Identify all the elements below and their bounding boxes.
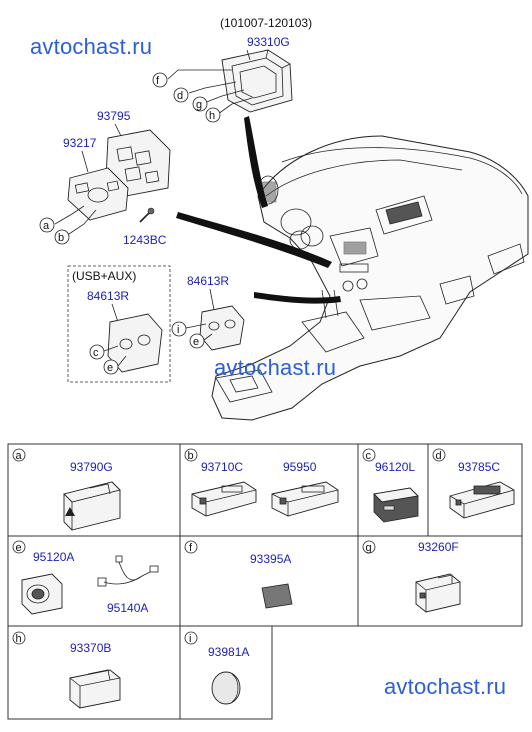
pointer-arrows bbox=[176, 116, 341, 304]
cell-i[interactable]: i 93981A bbox=[184, 631, 249, 705]
part-number-93790G: 93790G bbox=[70, 460, 113, 474]
cell-h[interactable]: h 93370B bbox=[12, 631, 121, 709]
callout-i: i bbox=[171, 321, 187, 337]
cell-letter-d: d bbox=[436, 450, 442, 462]
part-number-93370B: 93370B bbox=[70, 641, 111, 655]
callout-e: e bbox=[189, 333, 205, 349]
callout-e-usb: e bbox=[103, 359, 119, 375]
callout-f: f bbox=[152, 72, 168, 88]
part-number-93217[interactable]: 93217 bbox=[63, 136, 97, 150]
part-number-93981A: 93981A bbox=[208, 645, 249, 659]
cell-letter-f: f bbox=[189, 542, 193, 554]
part-number-84613R[interactable]: 84613R bbox=[187, 274, 229, 288]
date-range-note: (101007-120103) bbox=[220, 16, 312, 30]
usb-jack-96120L bbox=[373, 487, 419, 523]
svg-text:i: i bbox=[177, 324, 179, 336]
watermark: avtochast.ru bbox=[214, 355, 337, 380]
blank-cover-93395A bbox=[261, 583, 293, 609]
cell-g[interactable]: g 93260F bbox=[362, 540, 461, 613]
part-number-95140A: 95140A bbox=[107, 601, 148, 615]
cell-a[interactable]: a 93790G bbox=[12, 448, 121, 531]
watermark: avtochast.ru bbox=[30, 34, 153, 59]
part-number-93710C: 93710C bbox=[201, 460, 243, 474]
cell-letter-e: e bbox=[16, 542, 22, 554]
wire-harness-95140A bbox=[97, 555, 159, 587]
svg-text:e: e bbox=[107, 362, 113, 374]
usb-aux-panel bbox=[107, 313, 163, 373]
bezel-frame-93310G bbox=[221, 49, 293, 113]
svg-text:e: e bbox=[193, 336, 199, 348]
round-cap-93981A bbox=[211, 671, 241, 705]
part-number-1243BC[interactable]: 1243BC bbox=[123, 233, 167, 247]
switch-bracket-93795 bbox=[105, 129, 171, 197]
svg-text:a: a bbox=[43, 220, 50, 232]
cell-letter-c: c bbox=[366, 450, 372, 462]
callout-c: c bbox=[89, 344, 105, 360]
screw-1243BC bbox=[139, 207, 155, 223]
svg-text:d: d bbox=[177, 90, 183, 102]
hazard-switch-93790G bbox=[63, 481, 121, 531]
cell-letter-a: a bbox=[16, 450, 23, 462]
switch-93710C bbox=[191, 481, 257, 517]
part-number-84613R-usb[interactable]: 84613R bbox=[87, 289, 129, 303]
cell-c[interactable]: c 96120L bbox=[362, 448, 419, 523]
power-outlet-95120A bbox=[21, 573, 63, 615]
cell-f[interactable]: f 93395A bbox=[184, 540, 293, 609]
callout-b: b bbox=[54, 229, 70, 245]
cell-letter-g: g bbox=[366, 542, 372, 554]
parts-table bbox=[7, 443, 523, 720]
part-number-95120A: 95120A bbox=[33, 550, 74, 564]
watermark: avtochast.ru bbox=[384, 674, 507, 699]
part-number-93795[interactable]: 93795 bbox=[97, 109, 131, 123]
usb-aux-box bbox=[67, 265, 171, 383]
cell-letter-h: h bbox=[16, 633, 22, 645]
aux-panel bbox=[199, 305, 245, 351]
callout-g: g bbox=[192, 96, 208, 112]
switch-93370B bbox=[69, 669, 121, 709]
callout-h: h bbox=[205, 107, 221, 123]
callout-a: a bbox=[39, 217, 55, 233]
part-number-93310G[interactable]: 93310G bbox=[247, 35, 290, 49]
callout-d: d bbox=[173, 87, 189, 103]
part-number-93785C: 93785C bbox=[458, 460, 500, 474]
switch-93260F bbox=[415, 573, 461, 613]
svg-text:c: c bbox=[93, 347, 99, 359]
part-number-93395A: 93395A bbox=[250, 552, 291, 566]
cell-letter-b: b bbox=[188, 450, 194, 462]
part-number-96120L: 96120L bbox=[375, 460, 415, 474]
usb-aux-note: (USB+AUX) bbox=[72, 269, 136, 283]
cell-letter-i: i bbox=[189, 633, 191, 645]
switch-95950 bbox=[271, 481, 339, 517]
switch-93785C bbox=[449, 481, 515, 519]
svg-text:f: f bbox=[156, 75, 160, 87]
part-number-95950: 95950 bbox=[283, 460, 317, 474]
cell-e[interactable]: e 95120A 95140A bbox=[12, 540, 159, 615]
svg-text:g: g bbox=[196, 99, 202, 111]
svg-text:b: b bbox=[58, 232, 64, 244]
cell-b[interactable]: b 93710C 95950 bbox=[184, 448, 339, 517]
svg-text:h: h bbox=[209, 110, 215, 122]
cell-d[interactable]: d 93785C bbox=[432, 448, 515, 519]
part-number-93260F: 93260F bbox=[418, 540, 459, 554]
